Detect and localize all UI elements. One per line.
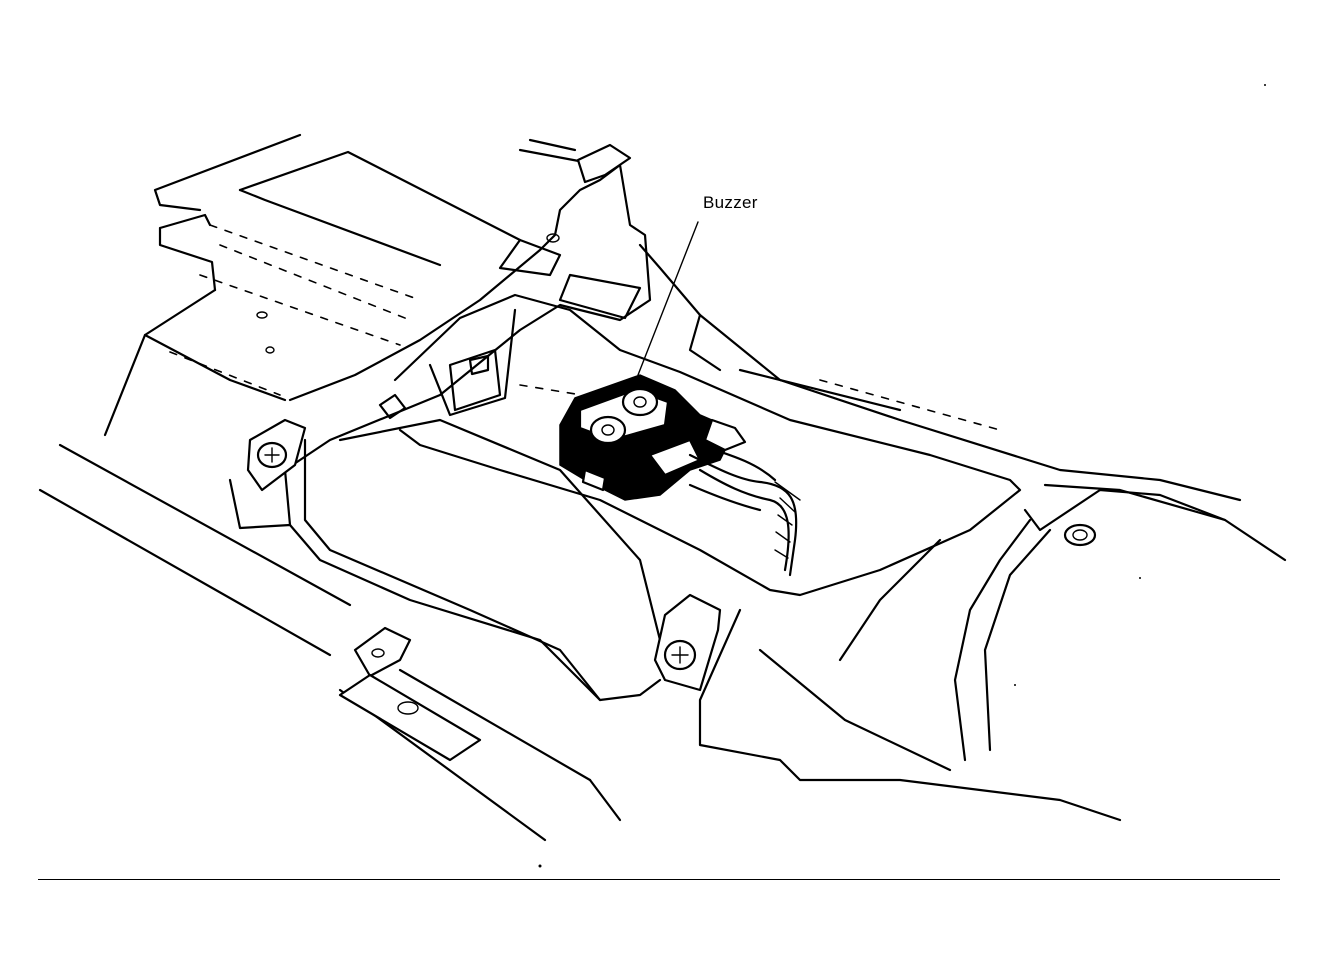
- buzzer-leader-line: [637, 221, 699, 376]
- buzzer-icon: [559, 374, 737, 501]
- mounting-screw-left: [246, 418, 307, 492]
- retainer-clip-lower: [338, 626, 482, 762]
- bottom-rule-line: [38, 879, 1280, 880]
- lower-edge-rails: [38, 443, 622, 842]
- center-console: [228, 138, 1242, 702]
- left-dash-panel: [103, 133, 522, 437]
- wiring-harness: [688, 418, 801, 577]
- buzzer-callout-label: Buzzer: [703, 193, 758, 212]
- mounting-screw-bottom: [653, 593, 722, 692]
- right-floor-panel: [698, 488, 1287, 822]
- scan-specks: [538, 84, 1266, 868]
